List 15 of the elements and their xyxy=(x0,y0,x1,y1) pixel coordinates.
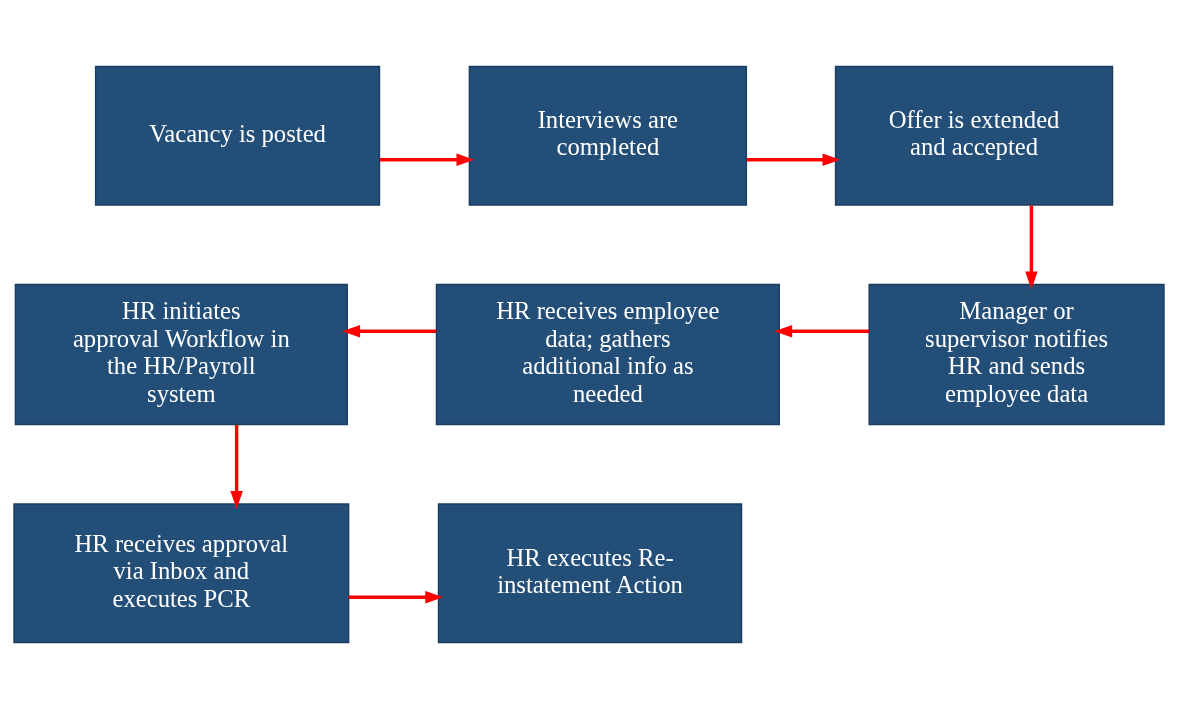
arrow xyxy=(342,324,437,337)
node-box: Vacancy is posted xyxy=(94,65,381,206)
node-box: Interviews are completed xyxy=(468,65,748,206)
arrow xyxy=(774,324,869,337)
node-box: Offer is extended and accepted xyxy=(834,65,1114,206)
arrow xyxy=(1025,205,1038,289)
node-box: Manager or supervisor notifies HR and sends employee data xyxy=(868,283,1165,425)
node-box: HR executes Re-instatement Action xyxy=(437,502,743,643)
node-box: HR receives employee data; gathers additional info as needed xyxy=(435,283,780,425)
arrow xyxy=(230,424,243,509)
node-box: HR initiates approval Workflow in the HR/Payroll system xyxy=(14,283,348,425)
node-box: HR receives approval via Inbox and executes PCR xyxy=(13,502,350,643)
arrow xyxy=(379,153,475,166)
arrow xyxy=(746,153,841,166)
arrow xyxy=(348,590,444,603)
